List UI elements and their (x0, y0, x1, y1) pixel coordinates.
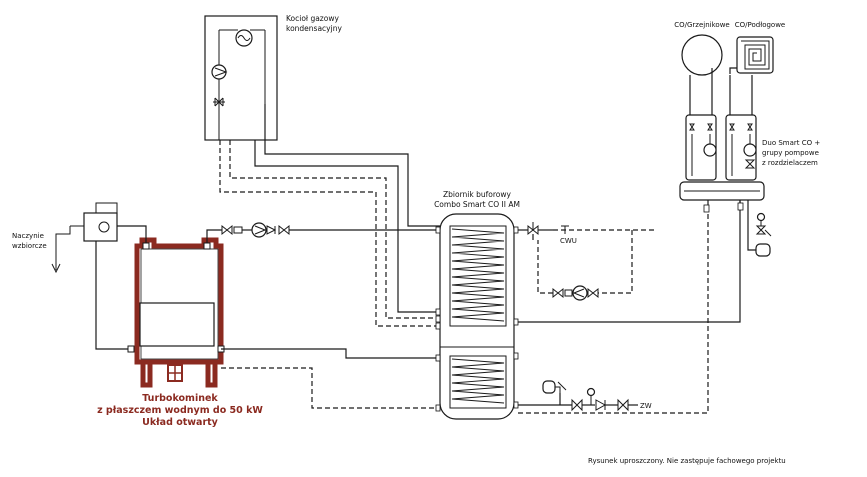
fireplace-label-3: Układ otwarty (142, 417, 219, 428)
expansion-label-2: wzbiorcze (12, 242, 47, 250)
expansion-tank (83, 212, 118, 242)
overflow-pipe (55, 226, 71, 270)
pump-group-label-2: grupy pompowe (762, 149, 819, 157)
boiler-pipe-2 (254, 140, 440, 313)
tank-upper-coil (451, 228, 505, 322)
footnote: Rysunek uproszczony. Nie zastępuje facho… (588, 457, 786, 465)
zw-check-valve-icon (595, 399, 607, 411)
fireplace-label-2: z płaszczem wodnym do 50 kW (97, 405, 263, 416)
tank-body (439, 213, 515, 420)
cwu-label: CWU (560, 237, 577, 245)
fireplace-legs (140, 362, 218, 388)
circulation-pipe (598, 230, 633, 294)
boiler-pump-icon (211, 64, 227, 80)
tank-ports (435, 226, 519, 412)
boiler-label-1: Kocioł gazowy (286, 14, 339, 23)
zw-label: ZW (640, 402, 652, 410)
fireplace-supply-pipe (206, 229, 222, 243)
expansion-label-1: Naczynie (12, 232, 44, 240)
floor-label: CO/Podłogowe (735, 21, 785, 29)
radiator-icon (681, 34, 723, 76)
co-supply-pipe (518, 200, 741, 323)
circulation-valve-2-icon (552, 287, 564, 299)
pump-group-2-pump-icon (743, 143, 757, 157)
pressure-gauge-icon (586, 387, 596, 397)
fireplace-drain-pipe (221, 367, 440, 409)
co-safety-valve-icon (755, 225, 767, 235)
filter-icon (233, 226, 243, 234)
fireplace-return-pipe (221, 348, 440, 359)
co-expansion-icon (755, 243, 771, 257)
fireplace-label-1: Turbokominek (142, 393, 218, 404)
zw-valve-2-icon (617, 398, 629, 412)
fireplace-jacket (134, 237, 224, 365)
fireplace-door (139, 302, 215, 347)
cwu-valve-icon (527, 224, 539, 236)
pump-group-label-1: Duo Smart CO + (762, 139, 820, 147)
mixing-valve-icon (744, 159, 756, 169)
zw-valve-icon (571, 398, 583, 412)
circulation-valve-icon (587, 287, 599, 299)
pump-group-1-pump-icon (703, 143, 717, 157)
turbo-fireplace: Turbokominek z płaszczem wodnym do 50 kW… (97, 237, 263, 428)
tank-label-1: Zbiornik buforowy (443, 190, 511, 199)
pump-group-label-3: z rozdzielaczem (762, 159, 818, 167)
gas-boiler: Kocioł gazowy kondensacyjny (204, 14, 342, 141)
circulation-filter-icon (564, 289, 573, 297)
radiators-label: CO/Grzejnikowe (674, 21, 729, 29)
vessel-to-fireplace-pipe (117, 225, 147, 243)
fireplace-supply-valve-icon (221, 224, 233, 236)
floor-heating-icon (736, 36, 774, 74)
fireplace-valve-2-icon (278, 224, 290, 236)
buffer-tank: Zbiornik buforowy Combo Smart CO II AM (434, 190, 520, 420)
co-pump-groups: CO/Grzejnikowe CO/Podłogowe Duo Smart CO… (674, 21, 820, 213)
expansion-vessel: Naczynie wzbiorcze (12, 202, 118, 274)
boiler-label-2: kondensacyjny (286, 24, 342, 33)
zw-expansion-icon (542, 380, 556, 394)
co-pressure-gauge-icon (756, 212, 766, 222)
co-return-pipe (518, 212, 709, 414)
tank-lower-coil (451, 358, 505, 404)
vessel-return-pipe (95, 241, 128, 350)
boiler-return-pipe-2 (219, 140, 440, 327)
tank-label-2: Combo Smart CO II AM (434, 200, 520, 209)
boiler-return-pipe (229, 140, 440, 319)
check-valve-icon (266, 225, 277, 235)
boiler-supply-pipe (264, 104, 440, 227)
